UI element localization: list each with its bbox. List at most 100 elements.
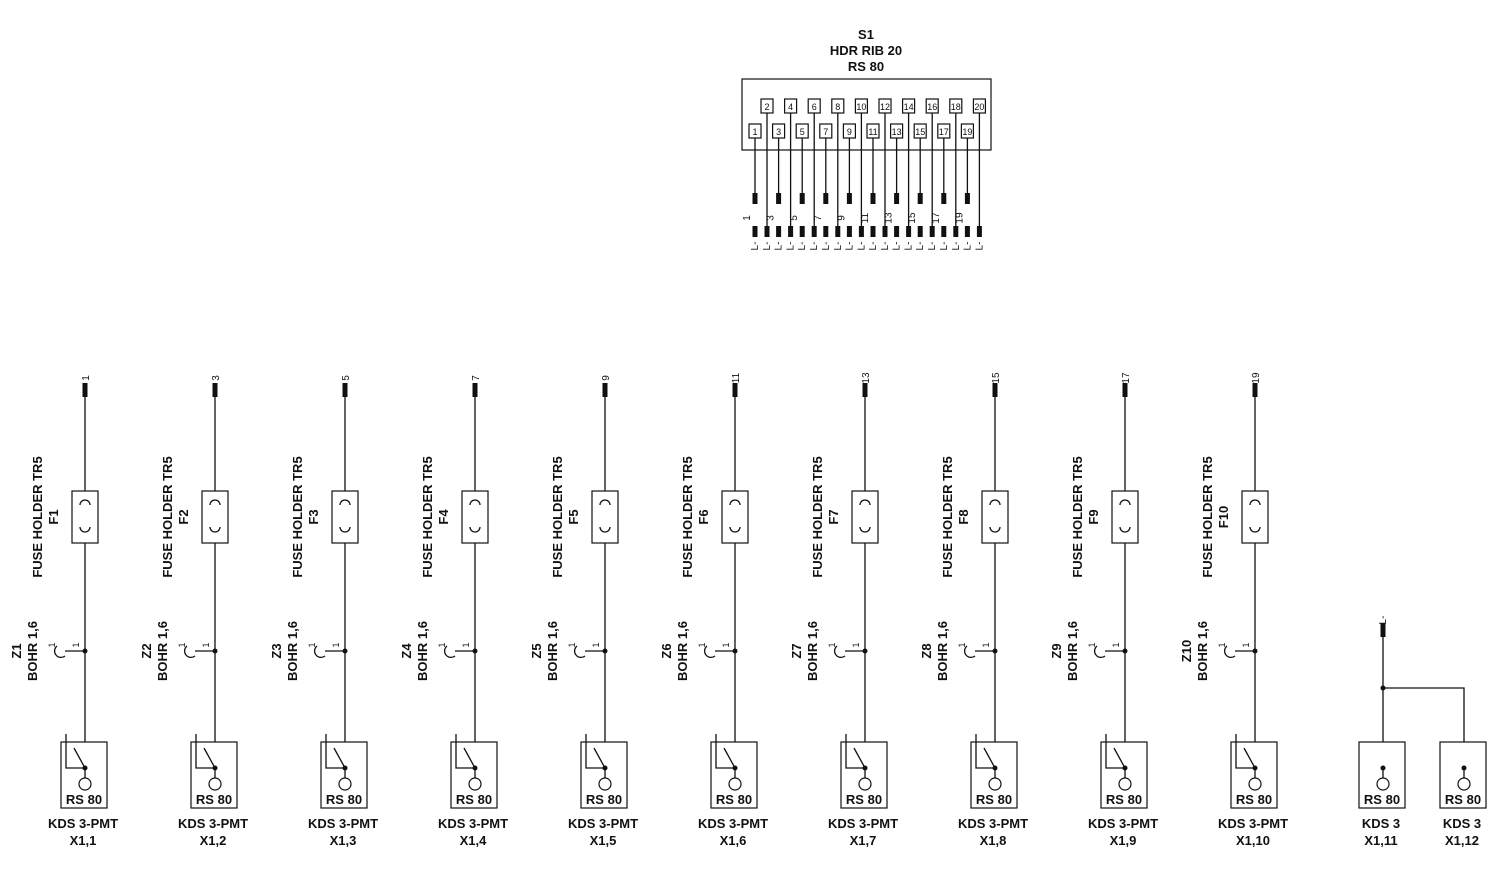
junction-pin-label: 1	[71, 642, 81, 647]
fuse-contact-bottom	[469, 526, 481, 533]
junction-pin-label: 1	[461, 642, 471, 647]
fuse-type-label: FUSE HOLDER TR5	[810, 456, 825, 577]
header-pin-label: 14	[904, 102, 914, 112]
wire-end-marker	[732, 383, 738, 397]
fuse-contact-top	[989, 499, 1001, 506]
junction-pin-label: 1	[1217, 642, 1227, 647]
relay-label: RS 80	[326, 792, 362, 807]
wire-end-marker	[776, 226, 782, 237]
junction-symbol	[963, 645, 976, 659]
header-pin-label: 11	[868, 127, 877, 137]
kds-label: KDS 3-PMT	[178, 816, 248, 831]
wire-end-marker	[799, 193, 805, 204]
relay-box	[190, 741, 238, 809]
channel-wire-label: 15	[991, 372, 1002, 384]
wire-end-marker	[953, 226, 959, 237]
junction-symbol	[313, 645, 326, 659]
junction-pin-label: 1	[981, 642, 991, 647]
relay-box	[60, 741, 108, 809]
fuse-contact-bottom	[599, 526, 611, 533]
fuse-holder	[71, 490, 99, 544]
wire-end-marker	[212, 383, 218, 397]
channel-wire-label: 1	[81, 375, 92, 381]
wire-end-marker	[941, 193, 947, 204]
wire-end-marker	[752, 193, 758, 204]
bohr-label: BOHR 1,6	[285, 621, 300, 681]
wire-end-marker	[602, 383, 608, 397]
kds-label: KDS 3-PMT	[1218, 816, 1288, 831]
junction-pin-label: 1	[1241, 642, 1251, 647]
relay-contact	[715, 734, 735, 769]
bohr-label: BOHR 1,6	[1195, 621, 1210, 681]
header-wire-suffix: L-	[974, 242, 985, 251]
junction-pin-label: 1	[567, 642, 577, 647]
fuse-holder	[591, 490, 619, 544]
relay-box	[580, 741, 628, 809]
junction-pin-label: 1	[437, 642, 447, 647]
terminal-label: X1,5	[590, 833, 617, 848]
bohr-label: BOHR 1,6	[1065, 621, 1080, 681]
wire-end-marker	[788, 226, 794, 237]
junction-symbol	[1223, 645, 1236, 659]
header-pin-label: 12	[880, 102, 890, 112]
header-wire-suffix: L-	[844, 242, 855, 251]
channel-wire-label: 13	[861, 372, 872, 384]
z-id-label: Z10	[1179, 640, 1194, 662]
header-type: HDR RIB 20	[830, 43, 902, 58]
relay-box	[840, 741, 888, 809]
wire-end-marker	[964, 226, 970, 237]
kds-label: KDS 3-PMT	[828, 816, 898, 831]
relay-coil	[1457, 777, 1471, 791]
fuse-holder	[331, 490, 359, 544]
relay-box	[450, 741, 498, 809]
fuse-contact-bottom	[339, 526, 351, 533]
relay-switch-blade	[983, 747, 996, 769]
header-pin-label: 20	[974, 102, 984, 112]
bohr-label: BOHR 1,6	[675, 621, 690, 681]
header-wire-suffix: L-	[892, 242, 903, 251]
channel-wire-label: 19	[1251, 372, 1262, 384]
fuse-type-label: FUSE HOLDER TR5	[940, 456, 955, 577]
wire-end-marker	[870, 226, 876, 237]
fuse-contact-bottom	[729, 526, 741, 533]
relay-switch-blade	[203, 747, 216, 769]
terminal-label: X1,10	[1236, 833, 1270, 848]
channel-wire-label: 3	[211, 375, 222, 381]
fuse-type-label: FUSE HOLDER TR5	[290, 456, 305, 577]
relay-coil	[1376, 777, 1390, 791]
wire-end-marker	[472, 383, 478, 397]
junction-pin-label: 1	[827, 642, 837, 647]
relay-label: RS 80	[196, 792, 232, 807]
junction-symbol	[1093, 645, 1106, 659]
fuse-id-label: F7	[826, 509, 841, 524]
header-pin-label: 3	[776, 127, 781, 137]
header-wire-suffix: L-	[762, 242, 773, 251]
wire-end-marker	[917, 193, 923, 204]
fuse-type-label: FUSE HOLDER TR5	[550, 456, 565, 577]
return-wire-label: L-	[1378, 616, 1389, 625]
junction-pin-label: 1	[1087, 642, 1097, 647]
z-id-label: Z2	[139, 643, 154, 658]
fuse-holder	[721, 490, 749, 544]
fuse-contact-top	[1119, 499, 1131, 506]
header-wire-suffix: L-	[750, 242, 761, 251]
wire-end-marker	[870, 193, 876, 204]
relay-contact	[1105, 734, 1125, 769]
junction-pin-label: 1	[177, 642, 187, 647]
relay-switch-blade	[723, 747, 736, 769]
kds-label: KDS 3-PMT	[308, 816, 378, 831]
header-body	[741, 78, 992, 151]
junction-pin-label: 1	[697, 642, 707, 647]
relay-label: RS 80	[66, 792, 102, 807]
z-id-label: Z8	[919, 643, 934, 658]
return-branch	[1383, 687, 1465, 768]
terminal-label: X1,1	[70, 833, 97, 848]
channel-wire-label: 5	[341, 375, 352, 381]
